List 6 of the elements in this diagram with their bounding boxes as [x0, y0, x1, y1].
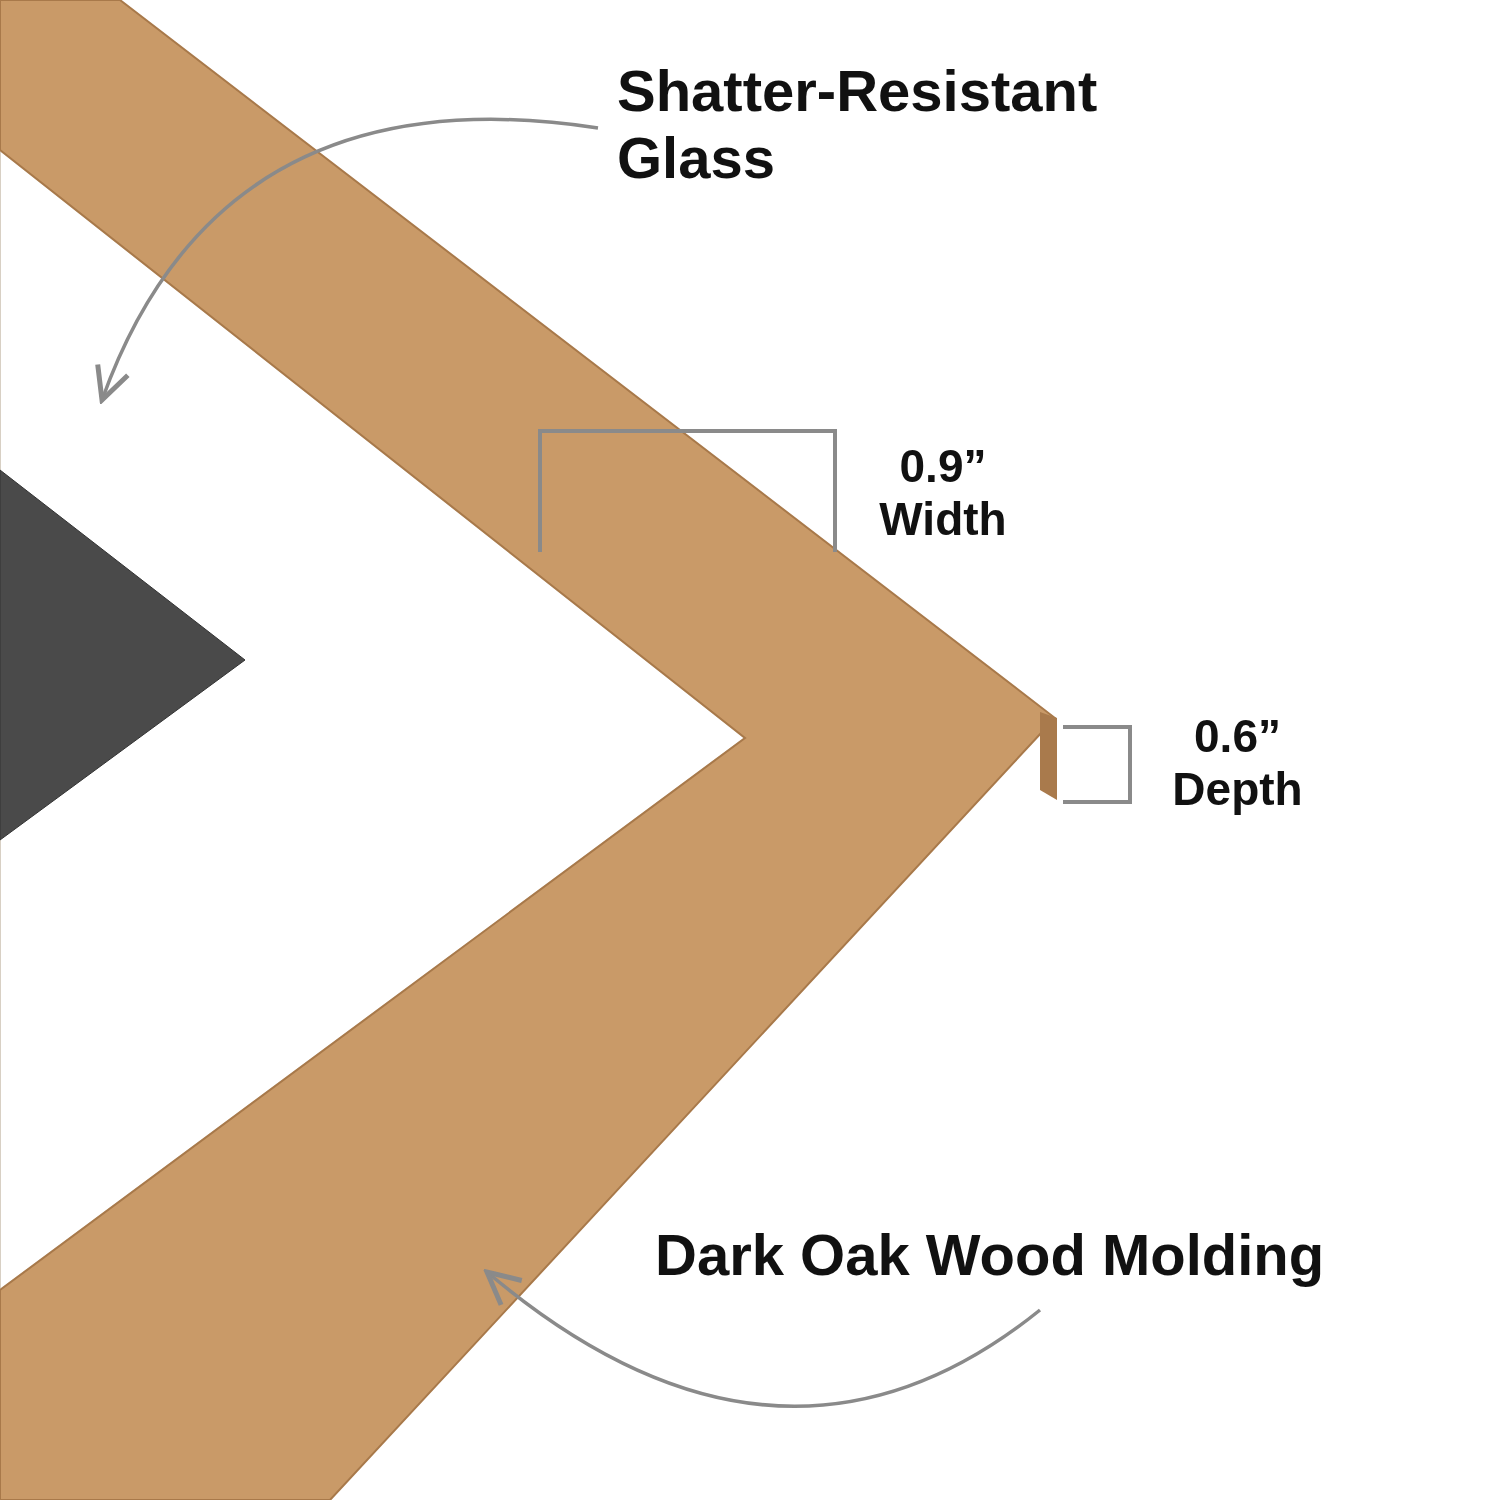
dimension-label: 0.9” Width: [878, 440, 1008, 546]
callout-text: Dark Oak Wood Molding: [655, 1222, 1475, 1289]
leader-arrow: [96, 117, 599, 403]
callout-text: Shatter-Resistant Glass: [617, 58, 1217, 192]
dimension-label: 0.6” Depth: [1171, 710, 1304, 816]
leader-arrow: [484, 1269, 1042, 1408]
